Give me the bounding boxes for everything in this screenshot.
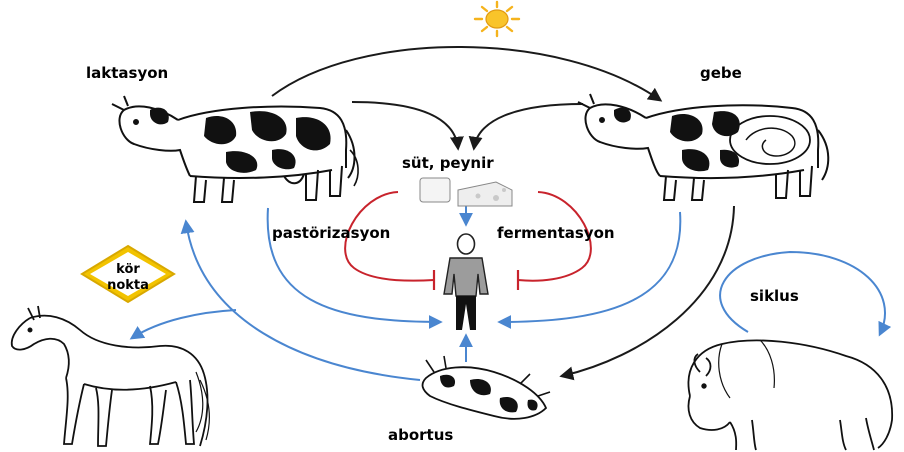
arrow-lactation-to-products [352, 102, 458, 148]
sun-icon [475, 2, 519, 36]
horse-icon [12, 306, 210, 446]
label-milk-cheese: süt, peynir [402, 156, 494, 171]
arrow-abortion-to-lactation [186, 222, 420, 380]
cow-spots-right [614, 108, 740, 172]
label-cycle: siklus [750, 289, 799, 304]
arrow-lactation-to-pregnant [272, 47, 660, 100]
arrow-cycle [720, 252, 885, 334]
warning-sign-line2: nokta [82, 278, 174, 294]
aborted-calf-icon [423, 356, 550, 419]
arrow-to-horse [132, 310, 236, 338]
bison-icon [688, 340, 892, 450]
label-pregnant: gebe [700, 66, 742, 81]
cow-spots-left [150, 108, 331, 173]
label-abortion: abortus [388, 428, 453, 443]
milk-cheese-icon [420, 178, 512, 206]
warning-sign-text: kör nokta [82, 262, 174, 294]
arrow-pregnant-to-products [474, 104, 583, 148]
label-fermentation: fermentasyon [497, 226, 615, 241]
human-figure-icon [444, 234, 488, 330]
label-lactation: laktasyon [86, 66, 168, 81]
label-pasteurization: pastörizasyon [272, 226, 390, 241]
warning-sign-line1: kör [82, 262, 174, 278]
